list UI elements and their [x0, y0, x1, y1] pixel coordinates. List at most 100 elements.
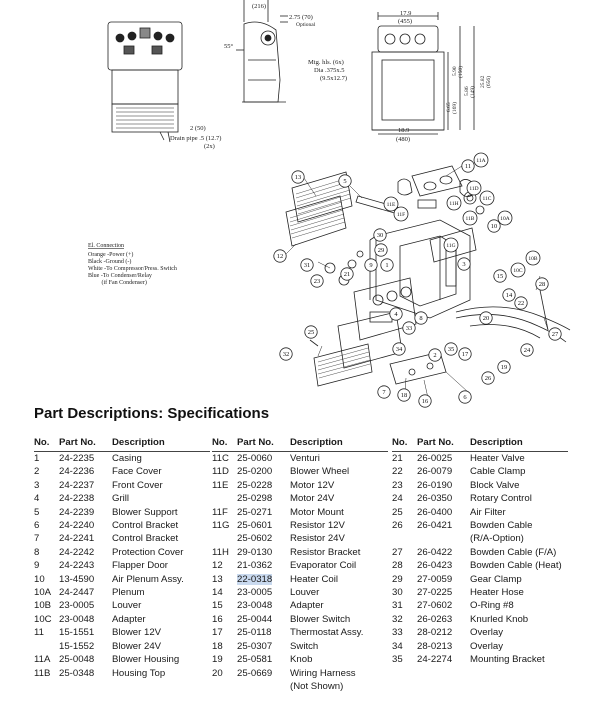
- dim-150: (150): [457, 66, 464, 78]
- part-number: 24-2235: [59, 453, 95, 464]
- callout-circle: [383, 196, 399, 212]
- table-row: (Not Shown): [212, 680, 388, 693]
- part-number-index: 22: [392, 466, 403, 478]
- callout-bubble: 28: [535, 277, 549, 291]
- callout-circle: [364, 258, 378, 272]
- part-number: 25-0581: [237, 654, 273, 666]
- part-description: Heater Coil: [290, 573, 338, 585]
- highlighted-part-number: 22-0318: [237, 573, 273, 585]
- part-number: 23-0005: [237, 587, 273, 599]
- callout-label: 11: [465, 163, 471, 170]
- dimension-labels: (216) 2.75 (70) Optional 17.9 (455) 2 (5…: [170, 3, 412, 150]
- part-number: 13-4590: [59, 573, 95, 585]
- part-number-index: 35: [392, 654, 403, 666]
- dim-2582: 25.82: [480, 75, 486, 88]
- part-number-index: 3: [34, 479, 40, 491]
- part-description: Housing Top: [112, 667, 166, 679]
- callout-circle: [535, 277, 549, 291]
- dim-480: (480): [396, 136, 410, 143]
- part-number: 26-0079: [417, 466, 453, 478]
- part-description: Louver: [112, 600, 142, 612]
- dim-656: (656): [485, 76, 492, 88]
- part-number: 24-2237: [59, 479, 95, 491]
- callout-label: 11D: [469, 186, 478, 192]
- part-description: Blower 24V: [112, 640, 162, 652]
- callout-label: 6: [463, 394, 467, 401]
- callout-circle: [479, 311, 493, 325]
- part-number: 26-0190: [417, 479, 453, 491]
- part-number-index: [34, 640, 59, 653]
- elconn-line: Blue -To Condenser/Relay: [88, 273, 152, 279]
- part-number: 27-0602: [417, 600, 453, 612]
- callout-label: 27: [552, 331, 559, 338]
- callout-label: 11H: [449, 201, 458, 207]
- callout-bubble: 3: [457, 257, 471, 271]
- callout-bubble: 23: [310, 274, 324, 288]
- part-number: 26-0263: [417, 613, 453, 625]
- callout-label: 21: [344, 271, 351, 278]
- callout-bubble: 27: [548, 327, 562, 341]
- part-number-index: 18: [212, 640, 223, 652]
- callout-bubble: 19: [497, 360, 511, 374]
- callout-circle: [466, 180, 482, 196]
- callout-circle: [497, 360, 511, 374]
- part-number-index: 29: [392, 573, 403, 585]
- part-description: (Not Shown): [290, 680, 344, 692]
- part-number-index: 31: [392, 600, 403, 612]
- callout-label: 10B: [528, 256, 538, 262]
- part-number-index: 27: [392, 546, 403, 558]
- part-number-index: 16: [212, 613, 223, 625]
- dim-149: (149): [469, 86, 476, 98]
- dim-drain-1: 2 (50): [190, 125, 206, 132]
- part-number-index: 5: [34, 506, 40, 518]
- callout-bubble: 11: [461, 159, 475, 173]
- callout-bubble: 11B: [462, 210, 478, 226]
- parts-diagram: (216) 2.75 (70) Optional 17.9 (455) 2 (5…: [88, 0, 571, 408]
- callout-label: 34: [396, 346, 403, 353]
- callout-label: 23: [314, 278, 321, 285]
- header-no: No.: [212, 436, 237, 452]
- callout-circle: [479, 190, 495, 206]
- callout-circle: [273, 249, 287, 263]
- callout-bubble: 6: [458, 390, 472, 404]
- callout-label: 3: [462, 261, 465, 268]
- callout-label: 25: [308, 329, 315, 336]
- part-description: Knob: [290, 654, 313, 666]
- callout-bubble: 5: [338, 174, 352, 188]
- callout-bubble: 31: [300, 258, 314, 272]
- part-number: 24-2274: [417, 654, 453, 666]
- part-description: Plenum: [112, 587, 145, 599]
- callout-label: 29: [378, 247, 385, 254]
- header-no: No.: [34, 436, 59, 452]
- callout-circle: [418, 394, 432, 408]
- part-description: Overlay: [470, 627, 504, 639]
- callout-bubble: 26: [481, 371, 495, 385]
- part-number: 24-2236: [59, 466, 95, 478]
- part-description: Heater Valve: [470, 453, 525, 464]
- dim-586: 5.86: [464, 86, 470, 96]
- callout-label: 19: [501, 364, 508, 371]
- callout-circle: [458, 347, 472, 361]
- part-number: 25-0298: [237, 493, 273, 505]
- callout-circle: [510, 262, 526, 278]
- part-description: Resistor Bracket: [290, 546, 361, 558]
- part-description: O-Ring #8: [470, 600, 514, 612]
- part-number-index: 11A: [34, 654, 51, 666]
- callout-label: 10: [491, 223, 498, 230]
- dim-optional: Optional: [296, 22, 316, 28]
- part-number: 28-0212: [417, 627, 453, 639]
- callout-bubble: 32: [279, 347, 293, 361]
